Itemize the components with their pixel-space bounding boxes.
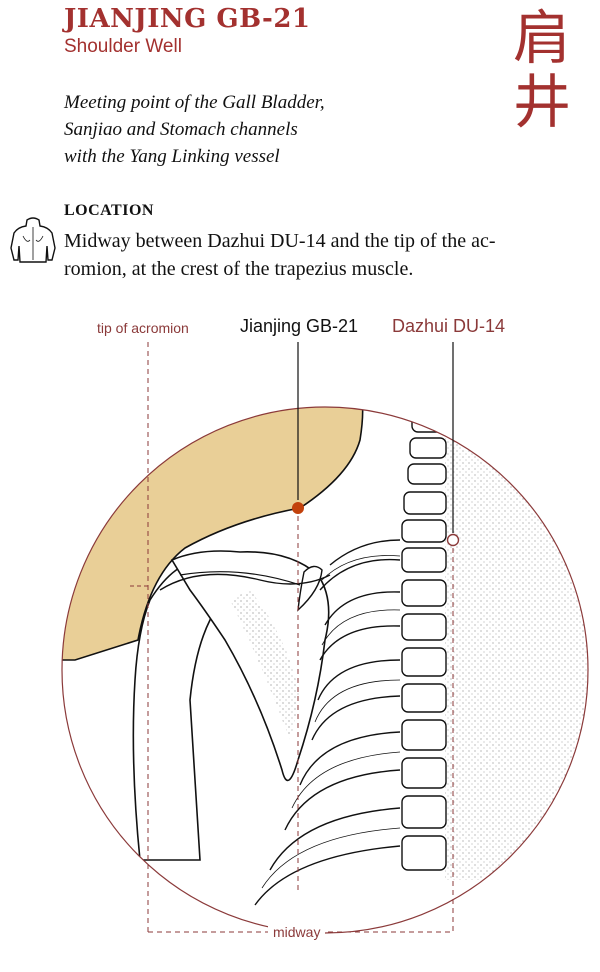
chinese-char-2: 井: [512, 68, 571, 136]
description-line-1: Meeting point of the Gall Bladder,: [64, 92, 325, 113]
location-line-1: Midway between Dazhui DU-14 and the tip …: [64, 230, 496, 252]
description-line-2: Sanjiao and Stomach channels: [64, 119, 298, 140]
point-title: JIANJING GB-21: [64, 4, 311, 34]
chinese-char-1: 肩: [512, 4, 571, 72]
description-line-3: with the Yang Linking vessel: [64, 146, 280, 167]
anatomy-diagram: [61, 342, 589, 934]
label-jianjing: Jianjing GB-21: [240, 316, 359, 336]
chinese-name: 肩 井: [512, 6, 572, 134]
label-dazhui: Dazhui DU-14: [392, 316, 506, 336]
location-line-2: romion, at the crest of the trapezius mu…: [64, 258, 414, 280]
label-tip-of-acromion: tip of acromion: [97, 320, 189, 336]
dazhui-point-marker: [446, 533, 460, 547]
location-text: Midway between Dazhui DU-14 and the tip …: [64, 227, 564, 283]
clavicle: [159, 573, 331, 591]
ribs: [254, 539, 401, 906]
location-heading: LOCATION: [64, 202, 154, 219]
label-midway: midway: [268, 924, 326, 940]
point-subtitle: Shoulder Well: [64, 36, 182, 57]
spine: [401, 411, 447, 871]
diagram-circle-contents: [62, 407, 588, 906]
torso-back-icon: [10, 217, 56, 263]
jianjing-point-marker: [292, 502, 304, 514]
point-description: Meeting point of the Gall Bladder, Sanji…: [64, 89, 444, 170]
